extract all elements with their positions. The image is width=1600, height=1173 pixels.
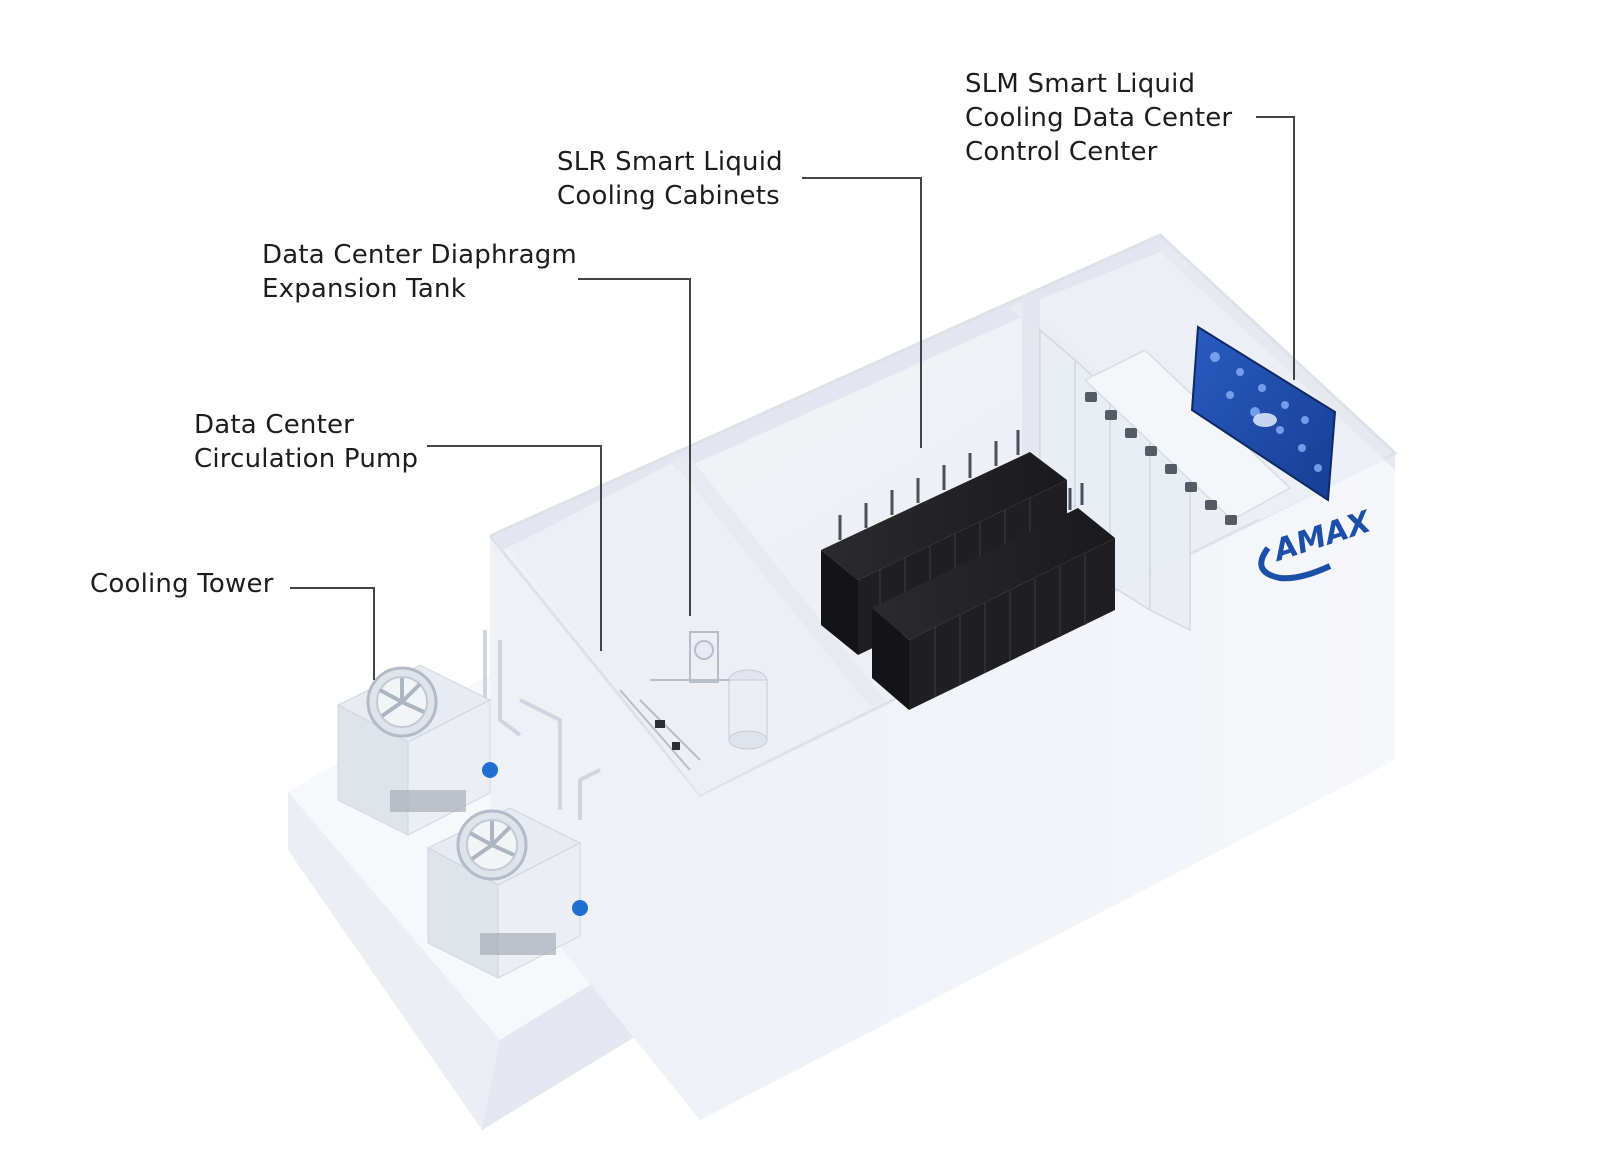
control-center-room (1022, 298, 1292, 632)
leader-lines (290, 116, 1295, 680)
callout-line: SLM Smart Liquid (965, 69, 1196, 99)
cooling-tower-2 (426, 807, 588, 979)
callout-line: SLR Smart Liquid (557, 147, 783, 177)
callout-line: Cooling Tower (90, 569, 274, 599)
callout-line: Circulation Pump (194, 444, 419, 474)
callout-line: Data Center Diaphragm (262, 240, 577, 270)
callout-line: Control Center (965, 137, 1158, 167)
callout-expansion-tank: Data Center Diaphragm Expansion Tank (262, 238, 577, 306)
leader-expansion-tank (578, 278, 691, 616)
callout-cooling-cabinets: SLR Smart Liquid Cooling Cabinets (557, 145, 783, 213)
callout-line: Cooling Data Center (965, 103, 1233, 133)
callout-line: Expansion Tank (262, 274, 466, 304)
control-screen (1190, 325, 1337, 502)
leader-control-center (1256, 116, 1295, 380)
cabinet-row-front (872, 483, 1115, 710)
pump-room-equipment (619, 631, 768, 771)
callout-control-center: SLM Smart Liquid Cooling Data Center Con… (965, 67, 1232, 169)
leader-circulation-pump (427, 445, 602, 651)
callout-line: Data Center (194, 410, 355, 440)
callout-circulation-pump: Data Center Circulation Pump (194, 408, 418, 476)
callout-cooling-tower: Cooling Tower (90, 567, 274, 601)
cooling-tower-1 (336, 664, 498, 836)
leader-cooling-tower (290, 587, 375, 680)
leader-cooling-cabinets (802, 177, 922, 448)
callout-line: Cooling Cabinets (557, 181, 780, 211)
